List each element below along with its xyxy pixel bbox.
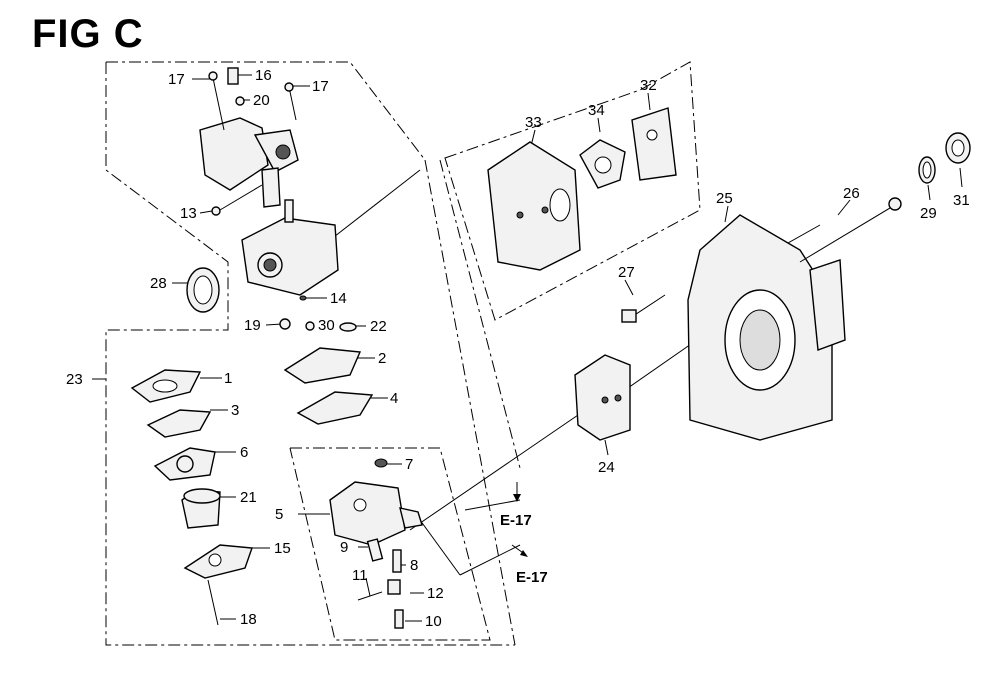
washers-29-31 <box>918 132 971 184</box>
reference-e17-upper: E-17 <box>500 512 532 529</box>
part-number-14: 14 <box>330 290 347 307</box>
cross-reference-labels: E-17 E-17 <box>500 512 548 586</box>
part-number-2: 2 <box>378 350 386 367</box>
part-number-12: 12 <box>427 585 444 602</box>
gaskets-33-34-32 <box>487 107 677 271</box>
part-number-21: 21 <box>240 489 257 506</box>
figure-title: FIG C <box>32 12 144 56</box>
float-bowl-assembly <box>329 458 423 629</box>
part-number-30: 30 <box>318 317 335 334</box>
assembly-boundaries <box>105 61 701 646</box>
plates-left-stack <box>130 369 253 626</box>
part-number-labels: 17 16 17 20 13 28 14 19 30 22 2 4 23 1 3… <box>66 67 970 630</box>
part-number-24: 24 <box>598 459 615 476</box>
part-number-11: 11 <box>352 567 368 584</box>
part-number-9: 9 <box>340 539 348 556</box>
part-number-7: 7 <box>405 456 413 473</box>
carburetor-top-assembly <box>199 67 299 216</box>
gasket-28 <box>186 267 220 313</box>
part-number-33: 33 <box>525 114 542 131</box>
part-number-17: 17 <box>312 78 329 95</box>
air-cleaner-case-25 <box>687 214 846 441</box>
part-number-13: 13 <box>180 205 197 222</box>
part-number-22: 22 <box>370 318 387 335</box>
part-number-3: 3 <box>231 402 239 419</box>
insulator-24 <box>574 354 631 441</box>
carburetor-body <box>241 199 339 296</box>
part-number-27: 27 <box>618 264 635 281</box>
part-number-17: 17 <box>168 71 185 88</box>
plates-right-stack <box>283 347 374 425</box>
part-number-15: 15 <box>274 540 291 557</box>
part-number-4: 4 <box>390 390 398 407</box>
reference-e17-lower: E-17 <box>516 569 548 586</box>
bolts-26-27 <box>621 197 902 323</box>
part-number-25: 25 <box>716 190 733 207</box>
part-number-10: 10 <box>425 613 442 630</box>
part-number-18: 18 <box>240 611 257 628</box>
part-number-19: 19 <box>244 317 261 334</box>
part-number-1: 1 <box>224 370 232 387</box>
small-parts-14-19-30-22 <box>279 295 357 332</box>
part-number-32: 32 <box>640 77 657 94</box>
part-number-6: 6 <box>240 444 248 461</box>
part-number-16: 16 <box>255 67 272 84</box>
part-number-34: 34 <box>588 102 605 119</box>
part-number-28: 28 <box>150 275 167 292</box>
part-number-26: 26 <box>843 185 860 202</box>
part-number-8: 8 <box>410 557 418 574</box>
part-number-29: 29 <box>920 205 937 222</box>
part-number-5: 5 <box>275 506 283 523</box>
part-number-20: 20 <box>253 92 270 109</box>
part-number-31: 31 <box>953 192 970 209</box>
reference-arrows <box>511 482 528 557</box>
part-number-23: 23 <box>66 371 83 388</box>
